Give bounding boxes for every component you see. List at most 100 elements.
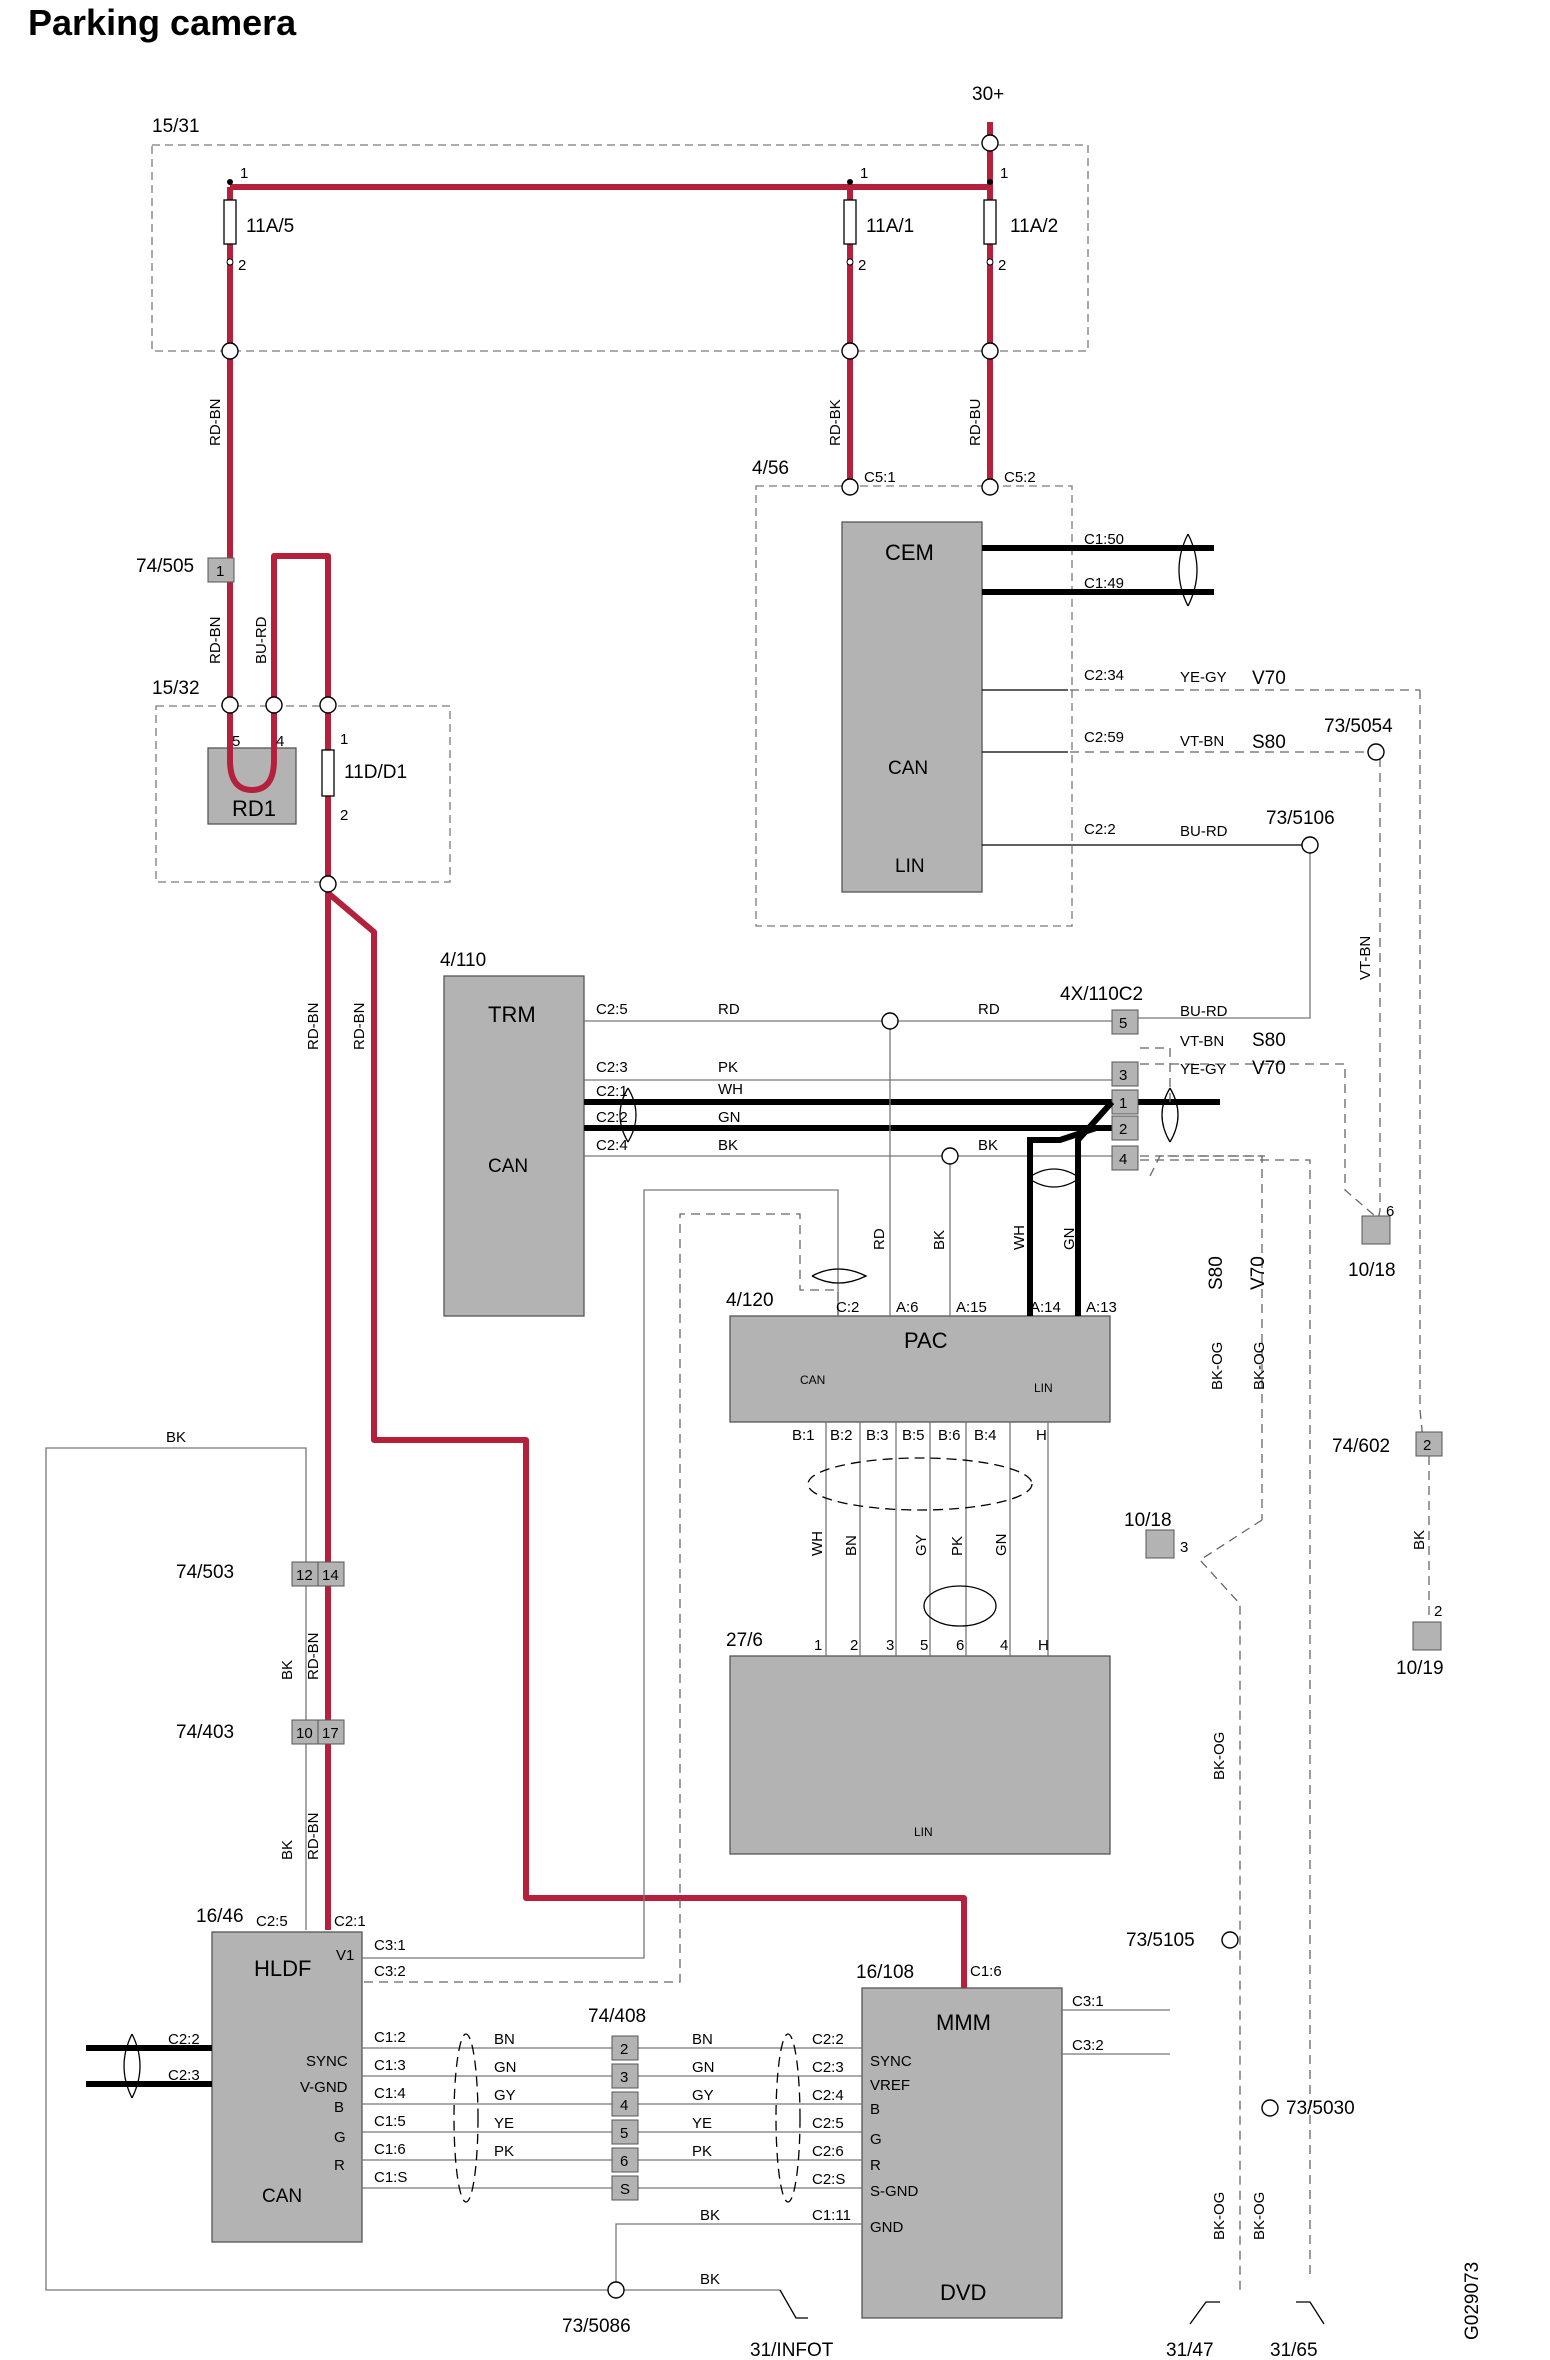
wire-label-bk-3: BK bbox=[718, 1137, 738, 1154]
svg-text:WH: WH bbox=[809, 1531, 826, 1556]
pac-pin-a13: A:13 bbox=[1086, 1299, 1117, 1316]
wire-label-rd-bn-3: RD-BN bbox=[305, 1003, 322, 1051]
hldf-pin-c23: C2:3 bbox=[168, 2067, 200, 2084]
hldf-pin-g: G bbox=[334, 2129, 346, 2146]
twist-hldf bbox=[123, 2033, 141, 2099]
connector-10-18-mid-pin: 3 bbox=[1180, 1539, 1188, 1556]
wire-label-bk-ground: BK bbox=[700, 2271, 720, 2288]
svg-text:C1:11: C1:11 bbox=[812, 2207, 851, 2224]
trm-module[interactable] bbox=[443, 975, 585, 1317]
cem-module[interactable] bbox=[841, 521, 983, 893]
svg-text:S: S bbox=[620, 2181, 630, 2198]
mmm-module[interactable] bbox=[861, 1987, 1063, 2319]
connector-74-505-pin: 1 bbox=[216, 563, 224, 580]
cem-ref: 4/56 bbox=[752, 458, 789, 479]
variant-v70-4x: V70 bbox=[1252, 1058, 1286, 1079]
svg-text:1: 1 bbox=[814, 1637, 822, 1654]
trm-pin-c25: C2:5 bbox=[596, 1001, 628, 1018]
pin-74-503-12-label: 12 bbox=[296, 1567, 313, 1584]
wire-v70-to-602 bbox=[1419, 690, 1424, 1441]
svg-text:2: 2 bbox=[850, 1637, 858, 1654]
fuse-box-outline bbox=[151, 144, 1089, 352]
wire-4x-vt-bn bbox=[1140, 1063, 1376, 1217]
wire-4x-pin4 bbox=[1149, 1155, 1265, 1177]
splice-73-5030: 73/5030 bbox=[1286, 2098, 1355, 2119]
fuse-11a1-label: 11A/1 bbox=[866, 216, 914, 237]
hldf-pin-c25: C2:5 bbox=[256, 1913, 288, 1930]
pin-4x-3: 3 bbox=[1119, 1067, 1127, 1084]
wire-mmm-gnd-bk bbox=[615, 2223, 862, 2290]
pin-74-503-12 bbox=[291, 1561, 319, 1587]
pac-module[interactable] bbox=[729, 1315, 1111, 1423]
pac-label: PAC bbox=[904, 1328, 948, 1353]
supply-nodes bbox=[221, 134, 999, 893]
hldf-module[interactable] bbox=[211, 1931, 363, 2243]
svg-text:B:4: B:4 bbox=[974, 1427, 997, 1444]
wire-bk-og-v70 bbox=[1140, 1159, 1311, 2280]
svg-text:H: H bbox=[1036, 1427, 1047, 1444]
pin-74-403-10-label: 10 bbox=[296, 1725, 313, 1742]
fuse-pin-1c: 1 bbox=[1000, 165, 1008, 182]
fuse-11d-d1 bbox=[321, 749, 335, 797]
fuse-pin-2b: 2 bbox=[858, 257, 866, 274]
mmm-pin-c31: C3:1 bbox=[1072, 1993, 1104, 2010]
wire-label-ye-gy-4x: YE-GY bbox=[1180, 1061, 1227, 1078]
cem-pin-c234: C2:34 bbox=[1084, 667, 1124, 684]
ground-31-65: 31/65 bbox=[1270, 2340, 1318, 2360]
connector-10-19-pin: 2 bbox=[1434, 1603, 1442, 1620]
wire-label-rd-bk: RD-BK bbox=[827, 399, 844, 446]
relay-box-ref: 15/32 bbox=[152, 678, 200, 699]
svg-text:GND: GND bbox=[870, 2219, 904, 2236]
variant-s80-top: S80 bbox=[1252, 732, 1286, 753]
pac-pin-a15: A:15 bbox=[956, 1299, 987, 1316]
connector-10-18-top-label: 10/18 bbox=[1348, 1260, 1396, 1281]
camera-module[interactable] bbox=[729, 1655, 1111, 1855]
camera-top-pins: 1 2 3 5 6 4 H bbox=[814, 1637, 1049, 1654]
svg-text:C2:S: C2:S bbox=[812, 2171, 845, 2188]
svg-text:BN: BN bbox=[692, 2031, 713, 2048]
variant-s80-4x: S80 bbox=[1252, 1030, 1286, 1051]
relay-pin-4: 4 bbox=[276, 733, 284, 750]
video-bus-labels-left: BN GN GY YE PK bbox=[494, 2031, 517, 2160]
wire-4x-pin4-s80 bbox=[1140, 1155, 1263, 1520]
connector-74-602-pin: 2 bbox=[1423, 1437, 1431, 1454]
page-title: Parking camera bbox=[28, 2, 297, 43]
svg-text:5: 5 bbox=[620, 2125, 628, 2142]
hldf-can-label: CAN bbox=[262, 2186, 302, 2207]
wire-rd-bn-to-mmm bbox=[326, 890, 967, 1988]
ground-31-47: 31/47 bbox=[1166, 2340, 1214, 2360]
pin-4x-4: 4 bbox=[1119, 1151, 1127, 1168]
svg-text:B: B bbox=[870, 2101, 880, 2118]
svg-text:B:1: B:1 bbox=[792, 1427, 815, 1444]
wire-label-bk-pac: BK bbox=[931, 1230, 948, 1250]
svg-text:4: 4 bbox=[1000, 1637, 1008, 1654]
wire-label-gn-pac: GN bbox=[1061, 1228, 1078, 1251]
wire-label-rd-bn-1: RD-BN bbox=[207, 399, 224, 447]
svg-text:GY: GY bbox=[494, 2087, 516, 2104]
pac-camera-wire-labels: WH BN GY PK GN bbox=[809, 1531, 1010, 1556]
svg-text:PK: PK bbox=[494, 2143, 514, 2160]
relay-rd1[interactable] bbox=[207, 747, 297, 825]
svg-text:C2:2: C2:2 bbox=[812, 2031, 844, 2048]
svg-text:B:5: B:5 bbox=[902, 1427, 925, 1444]
svg-text:SYNC: SYNC bbox=[870, 2053, 912, 2070]
hldf-pin-vgnd: V-GND bbox=[300, 2079, 348, 2096]
fuse-11a2 bbox=[983, 199, 997, 245]
connector-74-505-label: 74/505 bbox=[136, 556, 194, 577]
svg-text:B:3: B:3 bbox=[866, 1427, 889, 1444]
wire-label-vt-bn-4x: VT-BN bbox=[1180, 1033, 1224, 1050]
pac-pin-a6: A:6 bbox=[896, 1299, 919, 1316]
svg-text:VREF: VREF bbox=[870, 2077, 910, 2094]
wire-label-bk-hldf: BK bbox=[166, 1429, 186, 1446]
wire-label-bk-og-4: BK-OG bbox=[1211, 2192, 1228, 2240]
wire-label-bk-4: BK bbox=[978, 1137, 998, 1154]
twist-4x bbox=[1161, 1087, 1179, 1143]
fuse-11a2-label: 11A/2 bbox=[1010, 216, 1058, 237]
trm-pin-c22: C2:2 bbox=[596, 1109, 628, 1126]
connector-10-19 bbox=[1412, 1621, 1442, 1651]
svg-text:YE: YE bbox=[692, 2115, 712, 2132]
connector-10-18-top-pin: 6 bbox=[1386, 1203, 1394, 1220]
wire-label-bk-mmm: BK bbox=[700, 2207, 720, 2224]
splice-73-5054: 73/5054 bbox=[1324, 716, 1393, 737]
